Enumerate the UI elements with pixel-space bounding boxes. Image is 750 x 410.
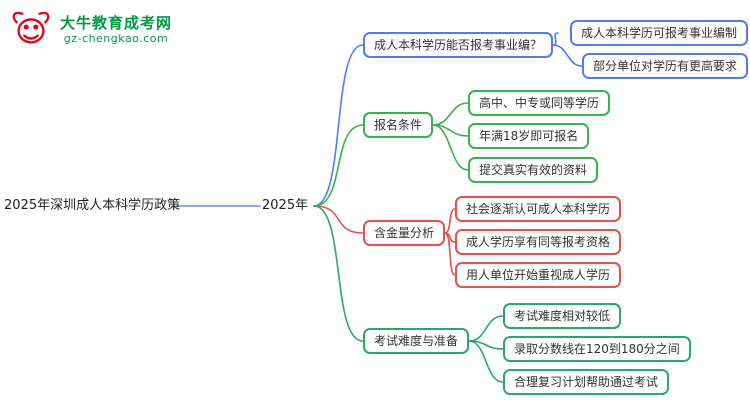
- link-center-branch-3: [313, 205, 364, 234]
- leaf-node-2-3: 提交真实有效的资料: [468, 157, 599, 183]
- site-logo[interactable]: 大牛教育成考网 gz-chengkao.com: [8, 8, 172, 50]
- leaf-node-3-2: 成人学历享有同等报考资格: [455, 229, 622, 255]
- link-branch3-leaf3: [444, 232, 456, 276]
- leaf-node-4-2: 录取分数线在120到180分之间: [503, 336, 691, 362]
- link-branch2-leaf1: [432, 102, 469, 126]
- branch-node-4: 考试难度与准备: [363, 328, 470, 354]
- leaf-node-3-3: 用人单位开始重视成人学历: [455, 262, 622, 288]
- leaf-node-1-2: 部分单位对学历有更高要求: [581, 53, 748, 79]
- link-center-branch-4: [313, 205, 364, 342]
- link-branch2-leaf3: [432, 124, 469, 171]
- branch-node-1: 成人本科学历能否报考事业编？: [363, 32, 554, 58]
- branch-node-3: 含金量分析: [363, 220, 446, 246]
- leaf-node-4-1: 考试难度相对较低: [503, 303, 622, 329]
- leaf-node-2-2: 年满18岁即可报名: [468, 123, 590, 149]
- center-node: 2025年: [262, 198, 309, 213]
- branch-node-2: 报名条件: [363, 112, 434, 138]
- leaf-node-1-1: 成人本科学历可报考事业编制: [569, 20, 748, 46]
- leaf-node-4-3: 合理复习计划帮助通过考试: [503, 369, 670, 395]
- link-branch4-leaf3: [468, 340, 504, 383]
- logo-domain: gz-chengkao.com: [63, 31, 169, 45]
- link-branch4-leaf1: [468, 315, 504, 342]
- link-branch3-leaf1: [444, 208, 456, 234]
- leaf-node-2-1: 高中、中专或同等学历: [468, 90, 611, 116]
- leaf-node-3-1: 社会逐渐认可成人本科学历: [455, 196, 622, 222]
- link-center-branch-1: [313, 44, 364, 207]
- bull-logo-icon: [12, 11, 50, 44]
- link-center-branch-2: [313, 124, 364, 207]
- logo-site-name: 大牛教育成考网: [60, 13, 173, 32]
- link-branch1-leaf1: [552, 32, 559, 46]
- link-branch1-leaf2: [552, 44, 583, 67]
- root-node: 2025年深圳成人本科学历政策: [4, 198, 181, 213]
